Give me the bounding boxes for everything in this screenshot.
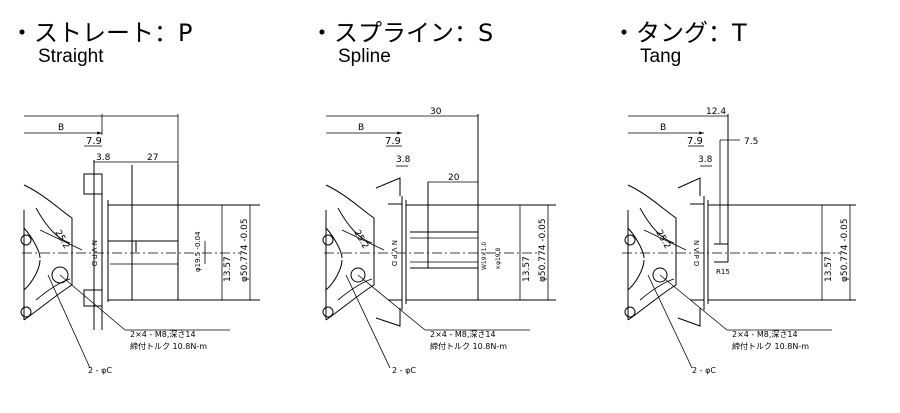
spline-w19: W19×1.0 <box>481 242 488 270</box>
panel-straight-labels: B 7.9 3.8 27 25.2 N V P D φ19.5 -0.04 13… <box>52 123 250 375</box>
dim-B: B <box>58 123 64 133</box>
panel-straight-title-jp: ・ストレート：P <box>10 19 193 47</box>
panel-spline-labels: 30 B 7.9 3.8 20 25.2 N V P D W19×1.0 ×φ1… <box>351 107 548 375</box>
dim-20: 20 <box>448 173 460 183</box>
dim-25-2: 25.2 <box>653 229 672 251</box>
dim-r15: R15 <box>716 268 730 276</box>
dim-30: 30 <box>430 107 442 117</box>
dim-25-2: 25.2 <box>351 229 370 251</box>
note-hole: 2 - φC <box>88 366 112 375</box>
dim-50-774: φ50.774 -0.05 <box>240 218 250 282</box>
label-nvpd: N V P D <box>90 240 98 266</box>
panel-spline-title-en: Spline <box>338 46 391 67</box>
note-torque: 締付トルク 10.8N-m <box>732 341 809 351</box>
dim-7-9: 7.9 <box>687 136 703 147</box>
panel-straight-title-en: Straight <box>38 46 104 67</box>
dim-7-5: 7.5 <box>744 137 758 147</box>
dim-12-4: 12.4 <box>706 107 726 117</box>
panel-tang-title-jp: ・タング：T <box>612 19 747 47</box>
dim-19-5: φ19.5 -0.04 <box>194 231 202 272</box>
dim-7-9: 7.9 <box>385 136 401 147</box>
panel-spline-drawing <box>322 114 556 369</box>
note-torque: 締付トルク 10.8N-m <box>430 341 507 351</box>
spline-dia: ×φ19.8 <box>495 247 502 270</box>
dim-50-774: φ50.774 -0.05 <box>840 218 850 282</box>
dim-3-8: 3.8 <box>96 153 111 163</box>
dim-50-774: φ50.774 -0.05 <box>538 218 548 282</box>
panel-tang-drawing <box>622 114 856 369</box>
panel-spline-title-jp: ・スプライン：S <box>310 19 494 47</box>
dim-27: 27 <box>147 153 158 163</box>
label-nvpd: N V P D <box>692 240 700 266</box>
dim-7-9: 7.9 <box>86 136 102 147</box>
panel-tang-labels: 12.4 B 7.9 7.5 3.8 25.2 N V P D R15 13.5… <box>653 107 850 375</box>
dim-25-2: 25.2 <box>52 229 71 251</box>
note-thread: 2×4 - M8,深さ14 <box>130 330 196 339</box>
dim-13-57: 13.57 <box>522 256 532 282</box>
dim-3-8: 3.8 <box>698 155 713 165</box>
dim-B: B <box>358 123 364 133</box>
panel-tang-title-en: Tang <box>640 46 682 67</box>
panel-straight-drawing <box>20 114 260 369</box>
note-hole: 2 - φC <box>692 366 716 375</box>
dim-13-57: 13.57 <box>223 256 233 282</box>
dim-3-8: 3.8 <box>396 155 411 165</box>
note-thread: 2×4 - M8,深さ14 <box>430 330 496 339</box>
note-thread: 2×4 - M8,深さ14 <box>732 330 798 339</box>
note-hole: 2 - φC <box>392 366 416 375</box>
dim-B: B <box>660 123 666 133</box>
dim-13-57: 13.57 <box>824 256 834 282</box>
note-torque: 締付トルク 10.8N-m <box>130 341 207 351</box>
label-nvpd: N V P D <box>390 240 398 266</box>
